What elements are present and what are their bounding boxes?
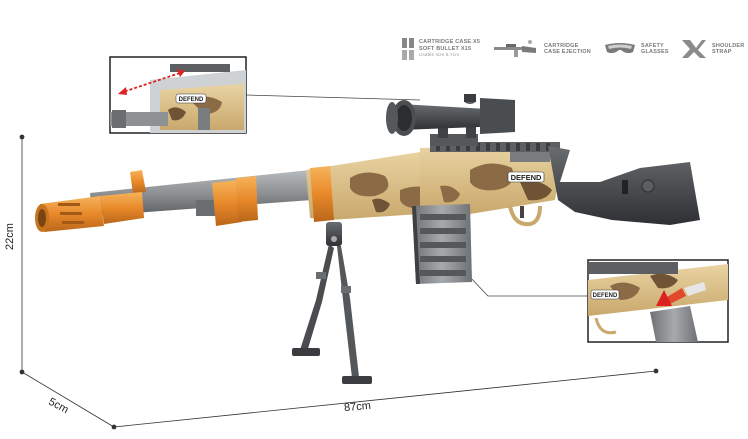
inset-ejection: DEFEND (109, 56, 247, 134)
glasses-icon (605, 43, 635, 54)
barrel-ring (212, 180, 242, 226)
dimension-length: 87cm (343, 399, 372, 415)
stock-label-text: DEFEND (511, 173, 542, 182)
feature-line: CARTRIDGE CASE X5 (419, 39, 481, 46)
strap-icon (682, 40, 706, 58)
inset-magazine: DEFEND (587, 259, 729, 343)
barrel-lug (196, 200, 216, 216)
feature-line: STRAP (712, 49, 732, 55)
magazine (412, 204, 472, 284)
feature-line: SAFETY (641, 42, 664, 49)
feature-cartridge: CARTRIDGE CASE X5 SOFT BULLET X15 Usable… (401, 34, 480, 64)
front-sight (130, 170, 146, 194)
dimension-lines (19, 134, 659, 430)
barrel-ring (236, 176, 258, 222)
bipod (292, 222, 372, 384)
receiver (420, 142, 560, 227)
feature-line: GLASSES (641, 49, 669, 55)
rifle-icon (494, 40, 536, 57)
scope (386, 94, 515, 146)
callout-lines (245, 94, 588, 297)
inset2-label-text: DEFEND (593, 293, 618, 299)
muzzle (35, 192, 144, 232)
inset-label-text: DEFEND (179, 97, 204, 103)
feature-line: SOFT BULLET X15 (419, 45, 472, 52)
feature-ejection: CARTRIDGE CASE EJECTION (492, 34, 591, 64)
feature-note: Usable size 5.7cm (419, 52, 460, 58)
stock (548, 146, 700, 225)
feature-line: CASE EJECTION (544, 49, 591, 55)
dimension-height: 22cm (4, 223, 16, 250)
feature-line: SHOULDER (712, 42, 745, 49)
feature-line: CARTRIDGE (544, 42, 579, 49)
feature-strap: SHOULDER STRAP (680, 34, 744, 64)
feature-glasses: SAFETY GLASSES (603, 34, 669, 64)
barrel (90, 170, 312, 216)
cartridge-icon (402, 38, 414, 60)
stock-label: DEFEND (507, 171, 545, 183)
